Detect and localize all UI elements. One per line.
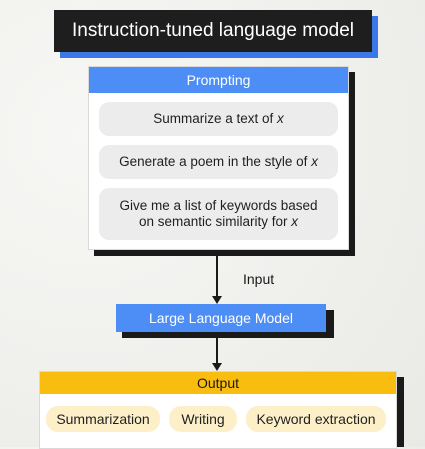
prompt-text: Generate a poem in the style of (119, 154, 312, 169)
prompt-item-summarize: Summarize a text of x (99, 102, 338, 136)
output-arrow-head (212, 363, 222, 371)
prompt-variable: x (291, 214, 299, 229)
input-arrow-line (216, 248, 218, 296)
output-tag-summarization: Summarization (46, 406, 160, 432)
input-arrow-head (212, 296, 222, 304)
output-panel: Output Summarization Writing Keyword ext… (39, 371, 397, 449)
prompt-item-keywords: Give me a list of keywords based on sema… (99, 188, 338, 240)
output-header: Output (40, 372, 396, 394)
prompt-variable: x (277, 111, 284, 126)
prompt-text: on semantic similarity for (138, 214, 292, 229)
prompt-item-poem: Generate a poem in the style of x (99, 145, 338, 179)
model-box: Large Language Model (116, 304, 326, 332)
prompt-text: Summarize a text of (153, 111, 278, 126)
prompt-variable: x (311, 154, 318, 169)
diagram-title: Instruction-tuned language model (54, 10, 372, 52)
input-label: Input (243, 271, 275, 287)
output-tag-writing: Writing (169, 406, 237, 432)
prompt-text-line1: Give me a list of keywords based (119, 198, 318, 213)
prompting-panel: Prompting Summarize a text of x Generate… (88, 66, 349, 250)
output-tag-keyword-extraction: Keyword extraction (246, 406, 386, 432)
output-arrow-line (216, 332, 218, 363)
prompting-header: Prompting (89, 67, 348, 93)
